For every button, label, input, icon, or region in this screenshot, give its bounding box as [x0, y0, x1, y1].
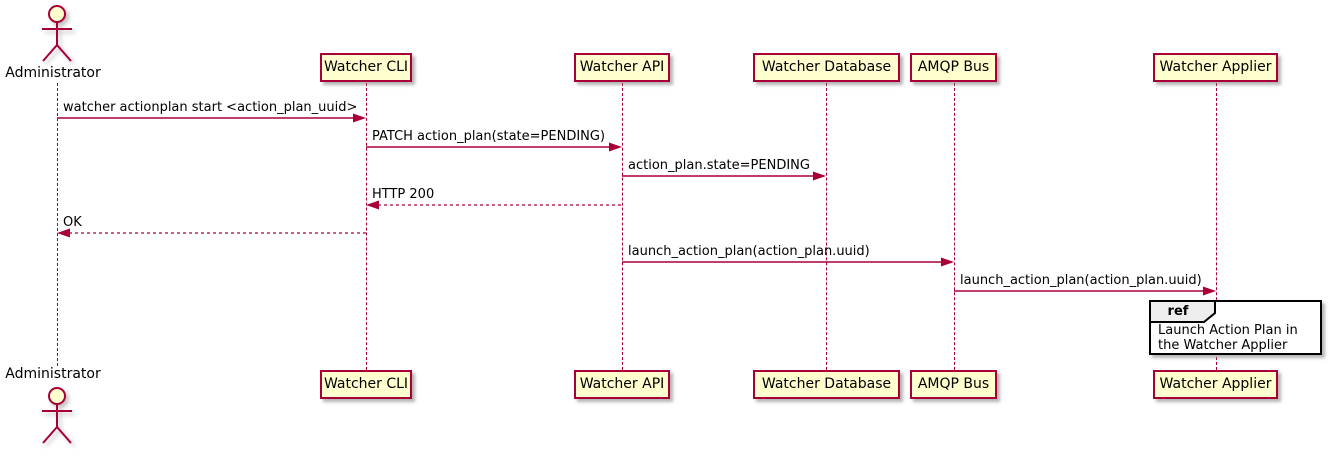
- participant-top-amqp-bus: AMQP Bus: [910, 53, 997, 82]
- lifeline-administrator: [57, 83, 58, 366]
- ref-header-pentagon-icon: [1149, 300, 1216, 323]
- message-arrow: [622, 257, 954, 267]
- message-arrow: [57, 228, 366, 238]
- message-label: launch_action_plan(action_plan.uuid): [960, 273, 1202, 288]
- lifeline-watcher-cli: [366, 83, 367, 370]
- message-arrow: [57, 113, 366, 123]
- lifeline-amqp-bus: [954, 83, 955, 370]
- actor-label-bottom: Administrator: [5, 366, 101, 382]
- message-arrow: [622, 171, 826, 181]
- message-label: PATCH action_plan(state=PENDING): [372, 129, 606, 144]
- message-label: launch_action_plan(action_plan.uuid): [628, 244, 870, 259]
- participant-bottom-watcher-cli: Watcher CLI: [320, 370, 412, 399]
- participant-top-watcher-cli: Watcher CLI: [320, 53, 412, 82]
- participant-bottom-watcher-applier: Watcher Applier: [1153, 370, 1278, 399]
- message-label: OK: [63, 215, 82, 230]
- lifeline-watcher-api: [622, 83, 623, 370]
- participant-top-watcher-database: Watcher Database: [753, 53, 900, 82]
- participant-bottom-watcher-api: Watcher API: [574, 370, 670, 399]
- ref-text: Launch Action Plan in the Watcher Applie…: [1158, 323, 1298, 353]
- message-label: watcher actionplan start <action_plan_uu…: [63, 100, 358, 115]
- participant-top-watcher-api: Watcher API: [574, 53, 670, 82]
- message-arrow: [366, 142, 622, 152]
- message-arrow: [366, 200, 622, 210]
- lifeline-watcher-applier: [1216, 83, 1217, 370]
- participant-bottom-watcher-database: Watcher Database: [753, 370, 900, 399]
- actor-icon: [42, 387, 72, 444]
- participant-bottom-amqp-bus: AMQP Bus: [910, 370, 997, 399]
- message-label: HTTP 200: [372, 187, 435, 202]
- lifeline-watcher-database: [826, 83, 827, 370]
- ref-keyword: ref: [1167, 304, 1189, 319]
- ref-fragment: ref Launch Action Plan in the Watcher Ap…: [1149, 300, 1322, 355]
- actor-icon: [42, 5, 72, 62]
- actor-label-top: Administrator: [5, 65, 101, 81]
- message-arrow: [954, 286, 1216, 296]
- message-label: action_plan.state=PENDING: [628, 158, 810, 173]
- participant-top-watcher-applier: Watcher Applier: [1153, 53, 1278, 82]
